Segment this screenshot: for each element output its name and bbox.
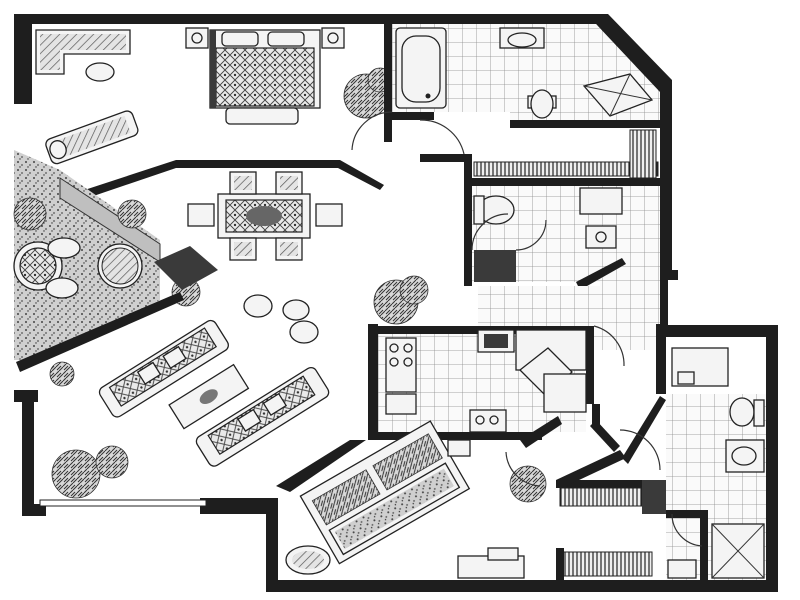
master-bath [392,24,660,155]
planter [509,465,547,503]
sink [725,439,765,473]
nightstand [447,439,471,457]
counters [469,329,587,433]
bathtub [395,27,447,109]
dining-chair [187,171,343,261]
vanity [579,187,623,249]
armchair [285,545,331,575]
laundry [556,450,672,582]
shower [711,523,765,579]
kitchen [368,324,625,440]
entry-hall [478,280,660,350]
wall-segments [590,270,668,452]
sink [477,329,515,353]
master-bedroom [32,24,393,165]
sofa [195,366,330,467]
range [385,337,417,415]
dining-area [187,171,429,325]
vanity [671,347,729,387]
dining-table [217,193,311,239]
sink [499,27,545,49]
toilet [527,89,557,119]
terrace [13,150,218,372]
round-table [13,237,143,299]
chaise-lounge [45,110,139,165]
armchair [35,29,131,82]
shower [582,73,654,117]
second-bedroom [276,416,562,579]
bed [209,29,321,125]
sofa [98,319,229,418]
nightstand [185,27,345,49]
living-room [39,294,330,507]
exterior-walls [14,14,778,592]
walk-in-closet [351,111,660,179]
side-chair [243,294,319,344]
plant [49,361,129,499]
coffee-table [168,363,250,430]
desk [457,547,525,579]
toilet [729,397,765,427]
plant [373,275,429,325]
powder-room [471,186,660,290]
second-bath [619,324,766,580]
bed [299,420,471,565]
toilet [473,195,515,225]
